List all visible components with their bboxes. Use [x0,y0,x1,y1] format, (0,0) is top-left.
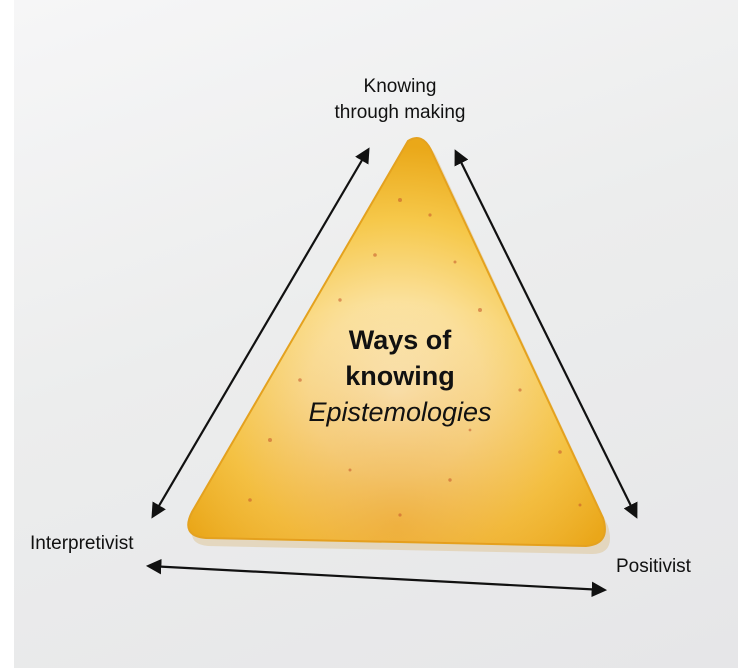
vertex-label-top-line2: through making [300,100,500,126]
center-title-line1: Ways of [270,322,530,358]
center-subtitle: Epistemologies [270,394,530,430]
vertex-label-interpretivist: Interpretivist [30,533,133,555]
vertex-label-positivist: Positivist [616,556,691,578]
arrow-bottom [149,566,604,590]
vertex-label-knowing-through-making: Knowing through making [300,74,500,126]
center-title-line2: knowing [270,358,530,394]
center-title: Ways of knowing Epistemologies [270,322,530,430]
vertex-label-top-line1: Knowing [300,74,500,100]
